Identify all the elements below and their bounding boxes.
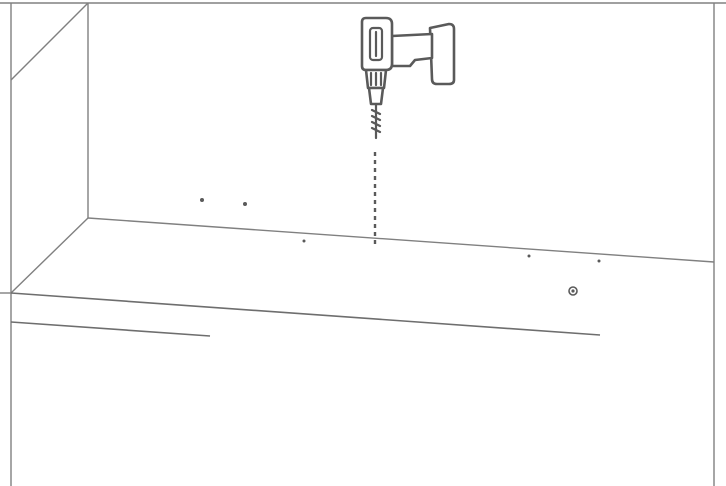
power-drill-icon <box>360 16 456 140</box>
shelf-front-top-edge <box>10 292 601 336</box>
back-panel-hole <box>200 198 204 202</box>
shelf-hole <box>302 239 306 243</box>
shelf-front-bottom-edge <box>10 321 211 337</box>
inner-corner-top-edge <box>10 2 89 81</box>
cam-lock-hole <box>568 286 578 296</box>
back-panel-hole <box>243 202 247 206</box>
shelf-hole <box>597 259 601 263</box>
shelf-back-edge <box>87 217 715 263</box>
shelf-hole <box>527 254 531 258</box>
shelf-left-edge <box>10 217 89 294</box>
